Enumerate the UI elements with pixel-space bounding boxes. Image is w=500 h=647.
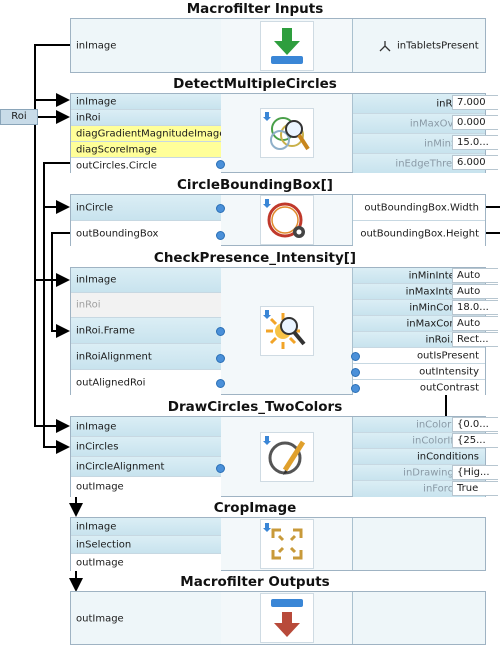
check-presence-intensity-title: CheckPresence_Intensity[] bbox=[153, 250, 357, 266]
crop-image-title: CropImage bbox=[213, 500, 297, 516]
port-diagScoreImage[interactable]: diagScoreImage bbox=[71, 142, 221, 158]
macrofilter-inputs-block[interactable]: inImage inTabletsPresent bbox=[70, 18, 486, 73]
port-outIntensity[interactable]: outIntensity bbox=[353, 364, 485, 380]
value-inMinContrast[interactable]: 18.0... bbox=[452, 300, 498, 315]
macrofilter-outputs-block[interactable]: outImage bbox=[70, 591, 486, 645]
port-inImage[interactable]: inImage bbox=[71, 518, 221, 536]
crop-image-block[interactable]: inImage inSelection outImage bbox=[70, 517, 486, 571]
value-inEdgeThreshold[interactable]: 6.000 bbox=[452, 155, 498, 170]
fork-icon bbox=[379, 40, 391, 55]
value-inMinScore[interactable]: 15.0... bbox=[452, 135, 498, 150]
port-inRoi-Frame[interactable]: inRoi.Frame bbox=[71, 318, 221, 344]
port-outIsPresent[interactable]: outIsPresent bbox=[353, 348, 485, 364]
port-inRoi[interactable]: inRoi bbox=[71, 110, 221, 126]
port-connector-dot[interactable] bbox=[216, 204, 225, 213]
port-inImage[interactable]: inImage bbox=[76, 40, 117, 52]
port-connector-dot[interactable] bbox=[216, 327, 225, 336]
port-outImage[interactable]: outImage bbox=[71, 554, 221, 571]
port-connector-dot[interactable] bbox=[216, 354, 225, 363]
port-connector-dot[interactable] bbox=[216, 160, 225, 169]
port-diagGradientMagnitudeImage[interactable]: diagGradientMagnitudeImage bbox=[71, 126, 225, 142]
value-inMaxIntensity[interactable]: Auto bbox=[452, 284, 498, 299]
value-inDrawingStyle[interactable]: {Hig... bbox=[452, 465, 498, 480]
value-inMaxContrast[interactable]: Auto bbox=[452, 316, 498, 331]
port-inTabletsPresent[interactable]: inTabletsPresent bbox=[353, 37, 485, 55]
port-inRoiAlignment[interactable]: inRoiAlignment bbox=[71, 344, 221, 370]
port-inRoi[interactable]: inRoi bbox=[71, 293, 221, 318]
macrofilter-outputs-title: Macrofilter Outputs bbox=[180, 574, 330, 590]
port-connector-dot[interactable] bbox=[216, 464, 225, 473]
crop-icon bbox=[260, 519, 314, 569]
port-inCircleAlignment[interactable]: inCircleAlignment bbox=[71, 457, 221, 477]
port-outBoundingBox-Height[interactable]: outBoundingBox.Height bbox=[353, 221, 485, 246]
roi-input-label[interactable]: Roi bbox=[0, 109, 38, 125]
port-outContrast[interactable]: outContrast bbox=[353, 380, 485, 395]
port-outAlignedRoi[interactable]: outAlignedRoi bbox=[71, 370, 221, 395]
value-inRoi-Mask[interactable]: Rect... bbox=[452, 332, 498, 347]
port-inConditions[interactable]: inConditions bbox=[353, 449, 485, 465]
port-inCircle[interactable]: inCircle bbox=[71, 195, 221, 221]
output-arrow-icon bbox=[260, 593, 314, 643]
value-inMinIntensity[interactable]: Auto bbox=[452, 268, 498, 283]
circle-gear-icon bbox=[260, 195, 314, 245]
port-outBoundingBox[interactable]: outBoundingBox bbox=[71, 221, 221, 246]
port-outImage[interactable]: outImage bbox=[71, 477, 221, 497]
port-outImage[interactable]: outImage bbox=[76, 613, 124, 625]
value-inColorIfTrue[interactable]: {0.0... bbox=[452, 417, 498, 432]
sun-magnifier-icon bbox=[260, 306, 314, 356]
port-outBoundingBox-Width[interactable]: outBoundingBox.Width bbox=[353, 195, 485, 221]
draw-circles-two-colors-block[interactable]: inImage inCircles inCircleAlignment outI… bbox=[70, 416, 486, 497]
port-connector-dot[interactable] bbox=[216, 231, 225, 240]
port-connector-dot[interactable] bbox=[351, 384, 360, 393]
port-connector-dot[interactable] bbox=[216, 379, 225, 388]
draw-circles-two-colors-title: DrawCircles_TwoColors bbox=[167, 399, 343, 415]
port-connector-dot[interactable] bbox=[351, 368, 360, 377]
port-inImage[interactable]: inImage bbox=[71, 94, 221, 110]
download-arrow-icon bbox=[260, 20, 314, 71]
circle-pencil-icon bbox=[260, 431, 314, 482]
circles-magnifier-icon bbox=[260, 108, 314, 158]
value-inColorIfFalse[interactable]: {25... bbox=[452, 433, 498, 448]
port-outCircles-Circle[interactable]: outCircles.Circle bbox=[71, 158, 221, 173]
port-inImage[interactable]: inImage bbox=[71, 417, 221, 437]
port-inImage[interactable]: inImage bbox=[71, 268, 221, 293]
detect-multiple-circles-title: DetectMultipleCircles bbox=[173, 76, 337, 92]
value-inMaxOverlap[interactable]: 0.000 bbox=[452, 115, 498, 130]
value-inForceRgb[interactable]: True bbox=[452, 481, 498, 496]
circle-bounding-box-title: CircleBoundingBox[] bbox=[177, 177, 333, 193]
detect-multiple-circles-block[interactable]: inImage inRoi diagGradientMagnitudeImage… bbox=[70, 93, 486, 173]
macrofilter-inputs-title: Macrofilter Inputs bbox=[186, 1, 324, 17]
port-inSelection[interactable]: inSelection bbox=[71, 536, 221, 554]
circle-bounding-box-block[interactable]: inCircle outBoundingBox outBoundingBox.W… bbox=[70, 194, 486, 246]
value-inRadius[interactable]: 7.000 bbox=[452, 95, 498, 110]
port-inCircles[interactable]: inCircles bbox=[71, 437, 221, 457]
check-presence-intensity-block[interactable]: inImage inRoi inRoi.Frame inRoiAlignment… bbox=[70, 267, 486, 395]
port-connector-dot[interactable] bbox=[351, 352, 360, 361]
